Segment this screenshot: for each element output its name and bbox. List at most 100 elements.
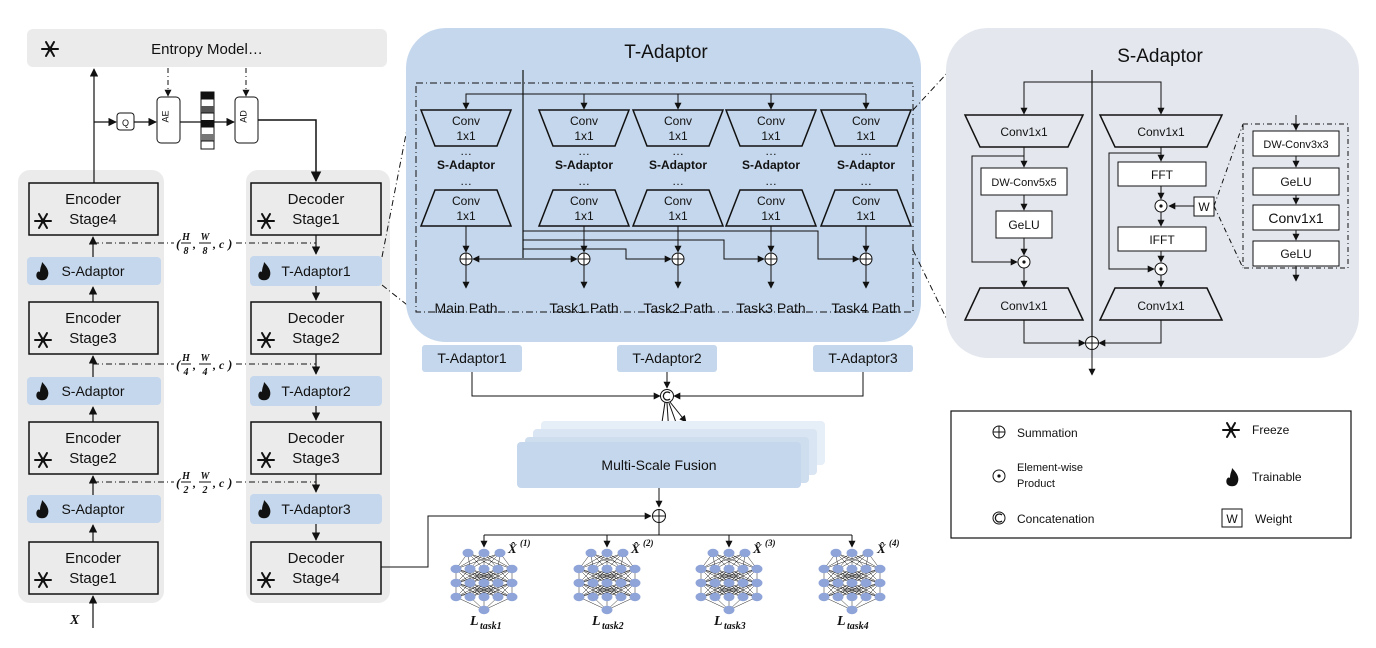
svg-text:S-Adaptor: S-Adaptor [742, 158, 800, 172]
network-node [478, 578, 490, 588]
summation-node-fusion [652, 509, 666, 523]
svg-text:4: 4 [183, 367, 189, 378]
encoder-stage2: Encoder Stage2 [28, 421, 159, 475]
svg-text:H: H [181, 471, 191, 482]
svg-text:,: , [212, 237, 216, 251]
network-node [573, 578, 585, 588]
svg-text:1x1: 1x1 [761, 209, 781, 223]
network-node [587, 578, 599, 588]
network-node [601, 592, 613, 602]
svg-text:Stage3: Stage3 [292, 450, 340, 467]
loss-sub-task4: task4 [847, 621, 869, 632]
network-node [846, 564, 858, 574]
svg-text:2: 2 [183, 485, 189, 496]
legend-elementwise: Element-wise Product [992, 462, 1083, 490]
network-node [450, 578, 462, 588]
network-node [723, 578, 735, 588]
network-node [832, 592, 844, 602]
concatenation-node [660, 389, 674, 403]
svg-text:Stage1: Stage1 [292, 211, 340, 228]
svg-text:1x1: 1x1 [456, 129, 476, 143]
svg-text:Encoder: Encoder [65, 550, 121, 567]
svg-text:,: , [192, 476, 196, 490]
t-adaptor1-chip-label: T-Adaptor1 [437, 350, 506, 366]
task-network-4 [818, 548, 886, 615]
svg-text:1x1: 1x1 [574, 209, 594, 223]
svg-text:S-Adaptor: S-Adaptor [437, 158, 495, 172]
svg-text:Conv1x1: Conv1x1 [1137, 125, 1185, 139]
decoder-t-adaptor3: T-Adaptor3 [250, 494, 382, 524]
svg-text:Main Path: Main Path [434, 300, 497, 316]
network-node [832, 564, 844, 574]
svg-text:Task4 Path: Task4 Path [831, 300, 900, 316]
network-node [617, 548, 629, 558]
t-adaptor3-chip [813, 345, 913, 372]
branch-task2: Conv 1x1 … S-Adaptor … Conv 1x1 Task2 Pa… [631, 109, 725, 316]
svg-text:Encoder: Encoder [65, 430, 121, 447]
svg-text:Conv: Conv [452, 114, 480, 128]
loss-task1: L [469, 614, 479, 629]
svg-text:c: c [219, 358, 225, 372]
svg-text:1x1: 1x1 [668, 209, 688, 223]
encoder-s-adaptor-1: S-Adaptor [27, 495, 161, 523]
svg-text:Stage1: Stage1 [69, 570, 117, 587]
ifft-box [1117, 226, 1207, 252]
legend-weight: W Weight [1221, 508, 1293, 528]
s-conv1x1-left-bottom: Conv1x1 [963, 287, 1085, 321]
t-adaptor-title: T-Adaptor [624, 42, 708, 63]
decoder-stage3: Decoder Stage3 [250, 421, 382, 475]
network-node [629, 564, 641, 574]
encoder-stage1: Encoder Stage1 [28, 541, 159, 595]
xhat-sup-task3: (3) [765, 538, 776, 548]
network-node [723, 548, 735, 558]
xhat-task2: X̂ [630, 541, 640, 556]
loss-sub-task1: task1 [480, 621, 502, 632]
svg-text:Stage3: Stage3 [69, 330, 117, 347]
quantizer-label: Q [122, 118, 129, 128]
network-node [478, 548, 490, 558]
task-labels: X̂ (1) X̂ (2) X̂ (3) X̂ (4) L task1 L ta… [469, 538, 900, 632]
svg-text:S-Adaptor: S-Adaptor [837, 158, 895, 172]
loss-sub-task2: task2 [602, 621, 624, 632]
branch-task1: Conv 1x1 … S-Adaptor … Conv 1x1 Task1 Pa… [537, 109, 631, 316]
loss-task4: L [836, 614, 846, 629]
svg-text:Encoder: Encoder [65, 191, 121, 208]
svg-text:c: c [219, 476, 225, 490]
legend-freeze: Freeze [1222, 422, 1290, 438]
network-node [846, 548, 858, 558]
network-node [601, 564, 613, 574]
svg-text:W: W [201, 232, 211, 243]
network-node [739, 548, 751, 558]
legend-trainable: Trainable [1226, 468, 1302, 487]
network-node [751, 592, 763, 602]
encoder-stage4: Encoder Stage4 [28, 182, 159, 236]
svg-text:Decoder: Decoder [288, 310, 345, 327]
svg-text:1x1: 1x1 [761, 129, 781, 143]
svg-text:Conv1x1: Conv1x1 [1000, 299, 1048, 313]
elementwise-node-left [1017, 255, 1031, 269]
svg-text:): ) [227, 475, 232, 490]
s-adaptor-title: S-Adaptor [1117, 46, 1203, 67]
svg-text:c: c [219, 237, 225, 251]
svg-text:8: 8 [203, 246, 208, 257]
legend-summation: Summation [992, 425, 1078, 440]
fft-label: FFT [1151, 168, 1174, 182]
network-node [492, 578, 504, 588]
network-node [818, 578, 830, 588]
t-adaptor2-chip-label: T-Adaptor2 [632, 350, 701, 366]
svg-text:1x1: 1x1 [668, 129, 688, 143]
xhat-task3: X̂ [752, 541, 762, 556]
arithmetic-encoder-box [156, 96, 181, 144]
network-node [818, 592, 830, 602]
svg-text:…: … [672, 174, 684, 188]
gelu-label-w1: GeLU [1280, 175, 1311, 189]
dim-marker-4: ( H 4 , W 4 , c ) [93, 350, 316, 378]
xhat-sup-task4: (4) [889, 538, 900, 548]
svg-text:Stage2: Stage2 [69, 450, 117, 467]
svg-text:): ) [227, 236, 232, 251]
network-node [874, 592, 886, 602]
network-node [751, 578, 763, 588]
task-networks [450, 548, 886, 615]
bitstream-icon [200, 91, 215, 150]
svg-text:S-Adaptor: S-Adaptor [61, 501, 124, 517]
